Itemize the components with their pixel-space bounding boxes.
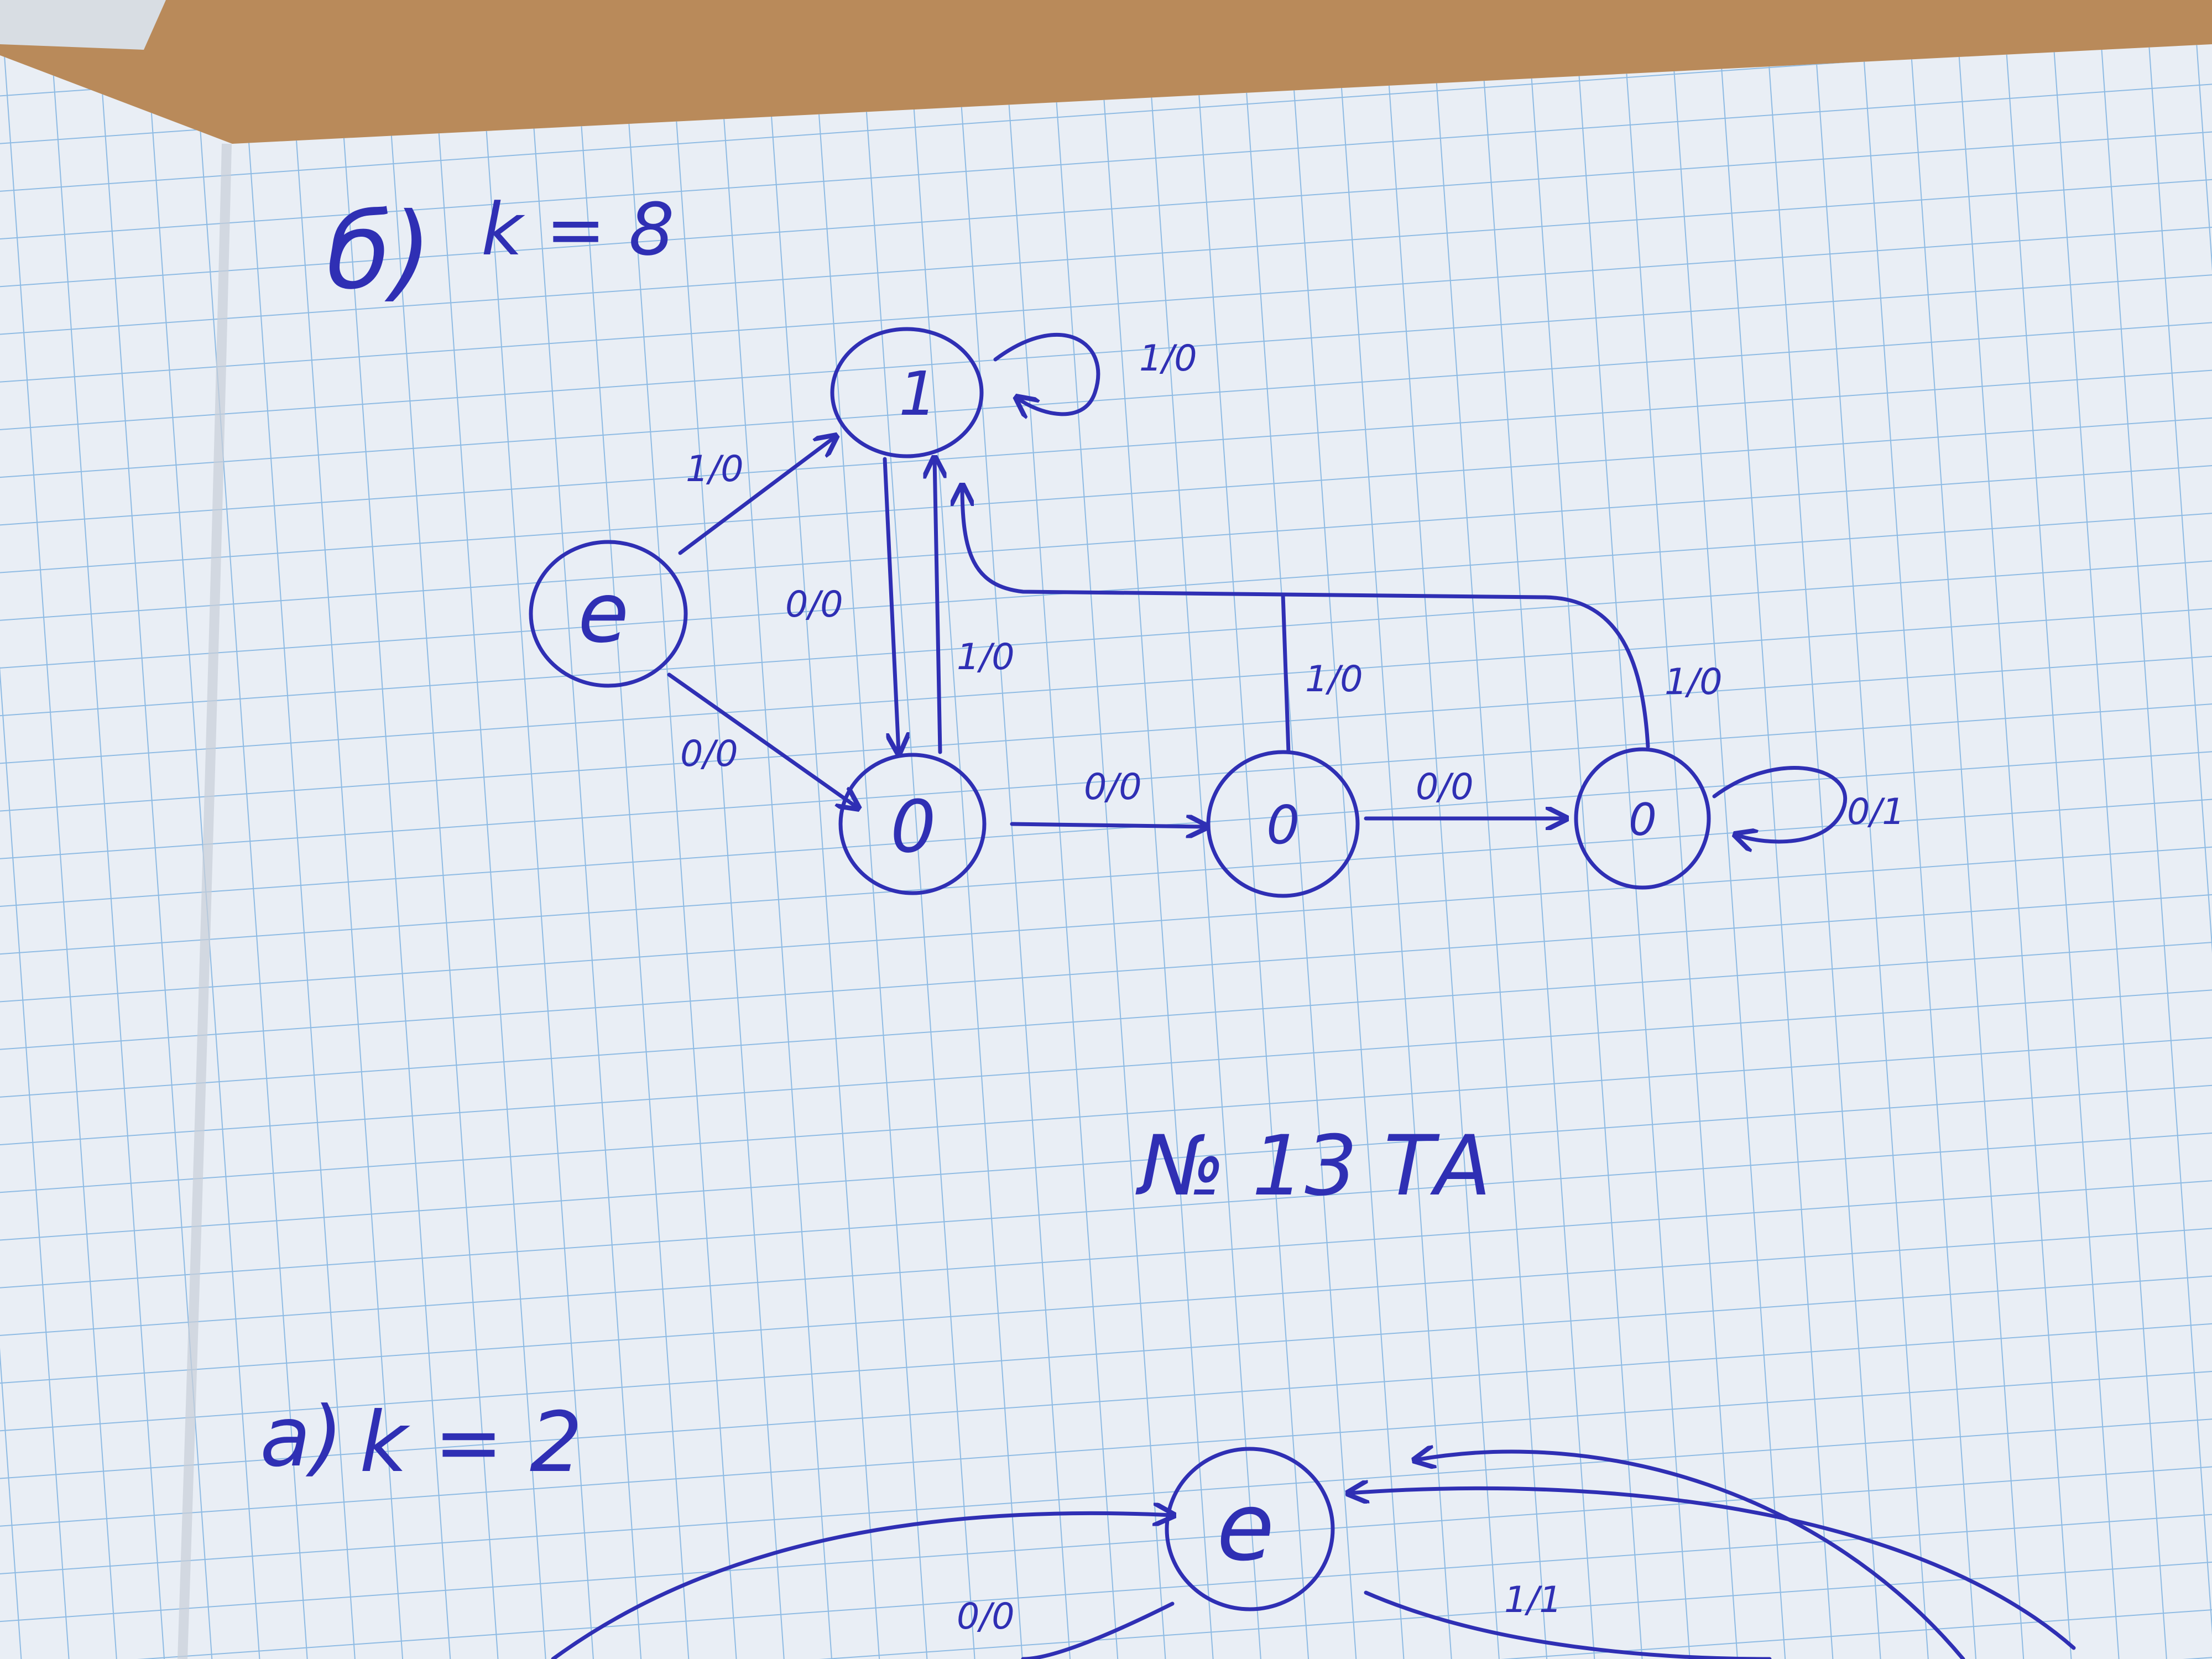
label-zero3-to-one: 1/0 [1665,661,1723,703]
k-label-a: k = 2 [359,1395,582,1491]
k-label-b: k = 8 [481,187,675,272]
label-zero3-loop: 0/1 [1847,791,1905,833]
page-grid [0,44,2212,1659]
edge-a-top [1349,1488,2076,1650]
edge-a-left [551,1513,1172,1659]
state-zero2-label: 0 [1266,795,1300,856]
state-start-a-label: e [1217,1473,1275,1582]
edge-zero3-to-one [962,487,1650,749]
edge-a-bottom-left [1021,1601,1175,1659]
label-zero2-to-one: 1/0 [1305,659,1363,700]
edge-one-to-zero1 [883,457,899,752]
state-zero-3 [1574,747,1711,890]
edge-zero3-loop [1712,766,1848,842]
task-number: № 13 ТА [1135,1118,1491,1214]
label-zero1-to-one: 1/0 [957,637,1015,678]
edge-start-to-zero1 [667,672,857,807]
edge-a-bottom-right [1364,1590,1772,1659]
state-one [830,327,984,458]
page-stack [0,0,166,50]
edge-a-right-top [1416,1452,1965,1659]
label-one-to-zero1: 0/0 [785,584,843,625]
state-zero-1 [838,753,987,895]
label-a-right: 1/1 [1504,1579,1562,1621]
state-zero1-label: 0 [890,785,936,869]
heading-a: a) [260,1389,343,1485]
state-start-b [529,540,688,688]
edge-zero1-to-zero2 [1010,824,1206,827]
state-start-a [1165,1447,1335,1611]
state-zero3-label: 0 [1629,794,1657,846]
label-a-left: 0/0 [957,1596,1015,1637]
edge-start-to-one [678,437,835,555]
page-fold [178,143,232,1659]
state-start-b-label: e [578,565,629,661]
edge-zero1-to-one [935,459,940,754]
state-one-label: 1 [899,358,937,429]
label-one-loop: 1/0 [1139,338,1197,379]
edge-zero2-to-one [1281,592,1291,754]
label-zero1-to-zero2: 0/0 [1084,766,1142,808]
label-zero2-to-zero3: 0/0 [1416,766,1474,808]
heading-b: б) [326,190,432,312]
label-start-to-one: 1/0 [686,448,744,490]
edge-one-loop [993,333,1100,414]
label-start-to-zero1: 0/0 [680,733,738,775]
